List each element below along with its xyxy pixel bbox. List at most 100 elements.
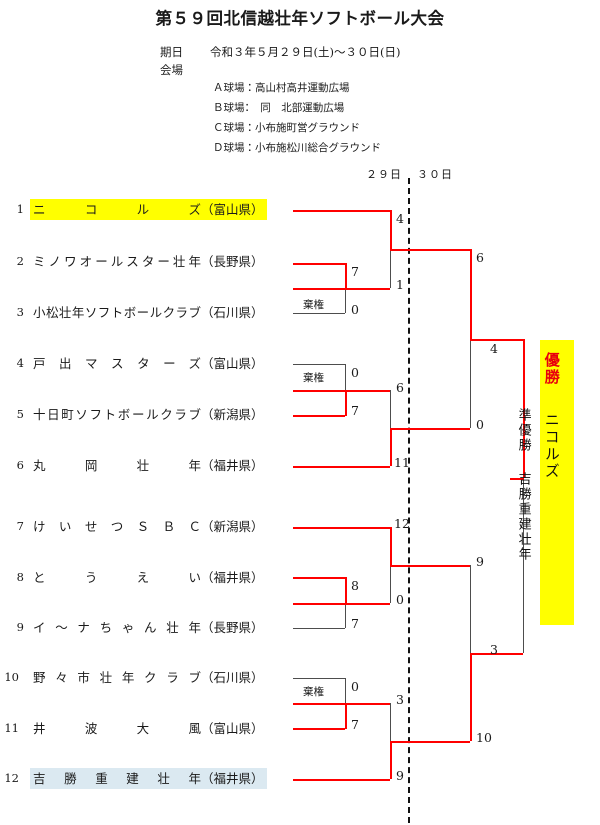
team-pref-5: （新潟県） bbox=[201, 407, 264, 422]
page-title: 第５９回北信越壮年ソフトボール大会 bbox=[155, 9, 445, 28]
score-qf2-top: 6 bbox=[396, 380, 404, 395]
score-r1-team2: 7 bbox=[351, 264, 359, 279]
team-row-6[interactable]: 丸岡壮年（福井県） bbox=[30, 455, 267, 476]
venue-c: Ｃ球場：小布施町営グラウンド bbox=[213, 122, 360, 134]
runnerup-label: 準優勝 bbox=[515, 408, 531, 453]
team-row-9[interactable]: イ～ナちゃん壮年（長野県） bbox=[30, 617, 267, 638]
score-r1-team11: 7 bbox=[351, 717, 359, 732]
team-pref-1: （富山県） bbox=[201, 202, 264, 217]
team-name-4: 戸出マスターズ bbox=[33, 356, 201, 371]
line-team4-feed bbox=[293, 364, 345, 365]
date-label: 期日 bbox=[160, 45, 183, 59]
seed-1: 1 bbox=[16, 202, 24, 216]
team-row-7[interactable]: けいせつＳＢＣ（新潟県） bbox=[30, 516, 267, 537]
seed-11: 11 bbox=[4, 721, 19, 735]
team-name-1: ニコルズ bbox=[33, 202, 201, 217]
team-pref-8: （福井県） bbox=[201, 570, 264, 585]
score-final-bot: 3 bbox=[490, 642, 498, 657]
line-team3-feed bbox=[293, 313, 345, 314]
line-final-lower bbox=[523, 478, 524, 653]
line-qf1-upper bbox=[390, 210, 392, 249]
line-team6-feed bbox=[293, 466, 390, 468]
team-pref-6: （福井県） bbox=[201, 458, 264, 473]
line-team10-feed bbox=[293, 678, 345, 679]
line-team7-feed bbox=[293, 527, 390, 529]
team-row-5[interactable]: 十日町ソフトボールクラブ（新潟県） bbox=[30, 404, 267, 425]
score-sf2-bot: 10 bbox=[476, 730, 492, 745]
line-r1b-winner-riser bbox=[345, 390, 347, 416]
team-row-12[interactable]: 吉勝重建壮年（福井県） bbox=[30, 768, 267, 789]
champion-team: ニコルズ bbox=[542, 412, 561, 480]
team-pref-3: （石川県） bbox=[201, 305, 264, 320]
team-pref-7: （新潟県） bbox=[201, 519, 264, 534]
team-row-4[interactable]: 戸出マスターズ（富山県） bbox=[30, 353, 267, 374]
team-pref-11: （富山県） bbox=[201, 721, 264, 736]
seed-10: 10 bbox=[4, 670, 19, 684]
seed-5: 5 bbox=[16, 407, 24, 421]
score-r1-team8: 8 bbox=[351, 578, 359, 593]
score-r1-team5: 7 bbox=[351, 403, 359, 418]
line-qf1-lower bbox=[390, 249, 391, 288]
venue-label: 会場 bbox=[160, 63, 183, 77]
line-qf4-lower bbox=[390, 741, 392, 779]
line-team12-feed bbox=[293, 779, 390, 781]
team-name-6: 丸岡壮年 bbox=[33, 458, 201, 473]
line-team1-feed bbox=[293, 210, 390, 212]
team-name-9: イ～ナちゃん壮年 bbox=[33, 620, 201, 635]
line-sf1-upper bbox=[470, 249, 472, 339]
team-pref-2: （長野県） bbox=[201, 254, 264, 269]
score-qf1-top: 4 bbox=[396, 211, 404, 226]
line-r1d-winner-riser bbox=[345, 703, 347, 729]
team-name-5: 十日町ソフトボールクラブ bbox=[33, 407, 201, 422]
line-r1a-winner bbox=[293, 288, 390, 290]
line-r1d-winner bbox=[293, 703, 390, 705]
forfeit-label-team10: 棄権 bbox=[303, 686, 324, 698]
line-qf3-lower bbox=[390, 565, 391, 603]
score-sf1-bot: 0 bbox=[476, 417, 484, 432]
score-r1-team9: 7 bbox=[351, 616, 359, 631]
line-r1c-winner bbox=[293, 603, 390, 605]
team-row-2[interactable]: ミノワオールスター壮年（長野県） bbox=[30, 251, 267, 272]
team-pref-4: （富山県） bbox=[201, 356, 264, 371]
team-row-8[interactable]: とうえい（福井県） bbox=[30, 567, 267, 588]
line-r1c-winner-riser bbox=[345, 577, 347, 604]
line-qf2-lower bbox=[390, 428, 392, 466]
champion-highlight-box bbox=[540, 340, 574, 625]
line-sf1-lower bbox=[470, 339, 471, 428]
score-sf1-top: 6 bbox=[476, 250, 484, 265]
line-qf2-winner bbox=[390, 428, 470, 430]
runnerup-team: 吉勝重建壮年 bbox=[515, 472, 531, 562]
line-qf4-winner bbox=[390, 741, 470, 743]
score-r1-team10: 0 bbox=[351, 679, 359, 694]
day1-header: ２９日 bbox=[366, 168, 402, 181]
line-qf2-upper bbox=[390, 390, 391, 428]
team-row-10[interactable]: 野々市壮年クラブ（石川県） bbox=[30, 667, 267, 688]
team-row-3[interactable]: 小松壮年ソフトボールクラブ（石川県） bbox=[30, 302, 267, 323]
line-team9-feed bbox=[293, 628, 345, 629]
team-name-3: 小松壮年ソフトボールクラブ bbox=[33, 305, 201, 320]
score-qf2-bot: 11 bbox=[394, 455, 410, 470]
line-team11-feed bbox=[293, 728, 345, 730]
seed-2: 2 bbox=[16, 254, 24, 268]
score-qf4-bot: 9 bbox=[396, 768, 404, 783]
line-qf1-winner bbox=[390, 249, 470, 251]
team-row-11[interactable]: 井波大風（富山県） bbox=[30, 718, 267, 739]
line-final-champion bbox=[510, 478, 524, 480]
line-qf4-upper bbox=[390, 703, 391, 741]
line-team5-feed bbox=[293, 415, 345, 417]
line-sf2-winner bbox=[470, 653, 523, 655]
line-r1b-bridge bbox=[345, 364, 346, 415]
day-divider bbox=[408, 178, 410, 823]
line-team8-feed bbox=[293, 577, 345, 579]
team-row-1[interactable]: ニコルズ（富山県） bbox=[30, 199, 267, 220]
team-name-2: ミノワオールスター壮年 bbox=[33, 254, 201, 269]
seed-12: 12 bbox=[4, 771, 19, 785]
line-sf2-upper bbox=[470, 565, 471, 653]
team-pref-9: （長野県） bbox=[201, 620, 264, 635]
date-value: 令和３年５月２９日(土)～３０日(日) bbox=[210, 45, 401, 59]
seed-9: 9 bbox=[16, 620, 24, 634]
line-team2-feed bbox=[293, 263, 345, 265]
score-qf3-bot: 0 bbox=[396, 592, 404, 607]
team-name-12: 吉勝重建壮年 bbox=[33, 771, 201, 786]
